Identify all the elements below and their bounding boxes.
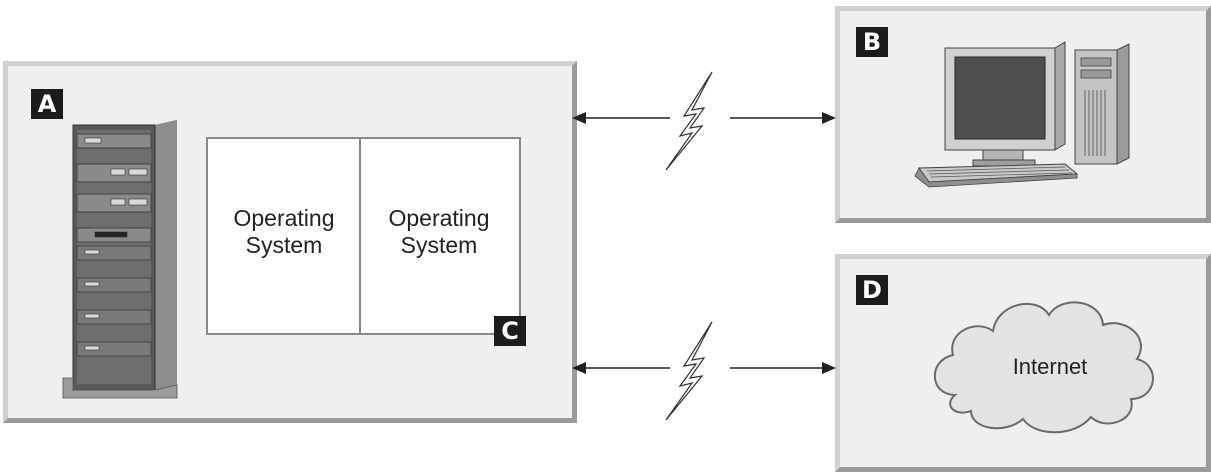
- arrow-head-left-icon: [572, 362, 586, 374]
- desktop-computer-icon: [914, 41, 1130, 188]
- os-label-2-line1: Operating: [388, 205, 490, 231]
- connection-a-d: [572, 321, 836, 421]
- os-label-2-line2: System: [400, 232, 478, 258]
- label-a-badge: A: [31, 89, 63, 119]
- os-label-1: Operating System: [209, 205, 359, 259]
- os-label-2: Operating System: [364, 205, 514, 259]
- os-label-1-line2: System: [245, 232, 323, 258]
- arrow-head-left-icon: [572, 112, 586, 124]
- connection-a-b: [572, 71, 836, 171]
- internet-cloud-icon: [933, 301, 1154, 434]
- label-c-badge: C: [494, 316, 526, 346]
- internet-label: Internet: [1012, 354, 1088, 379]
- label-d-badge: D: [856, 275, 888, 305]
- os-label-1-line1: Operating: [233, 205, 335, 231]
- server-rack-icon: [62, 120, 178, 399]
- label-b-badge: B: [856, 27, 888, 57]
- arrow-head-right-icon: [822, 112, 836, 124]
- lightning-bolt-icon: [665, 321, 713, 421]
- os-partition-divider: [359, 137, 361, 335]
- os-partition-box: [206, 137, 521, 335]
- arrow-head-right-icon: [822, 362, 836, 374]
- lightning-bolt-icon: [665, 71, 713, 171]
